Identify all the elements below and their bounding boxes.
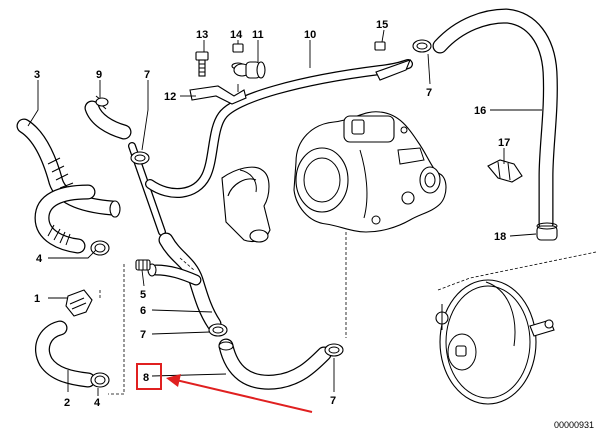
bolt-13[interactable] xyxy=(195,51,209,77)
clip-17[interactable] xyxy=(487,159,523,183)
callout-9[interactable]: 9 xyxy=(96,69,102,81)
callout-14[interactable]: 14 xyxy=(230,29,243,41)
hose-lower-left-bend[interactable] xyxy=(34,184,96,254)
callout-8[interactable]: 8 xyxy=(143,372,149,384)
highlight-arrow-head xyxy=(166,374,181,387)
callout-1[interactable]: 1 xyxy=(34,293,40,305)
hose-8[interactable] xyxy=(218,338,332,390)
callout-3[interactable]: 3 xyxy=(34,69,40,81)
callout-13[interactable]: 13 xyxy=(196,29,208,41)
callout-7b[interactable]: 7 xyxy=(140,329,146,341)
bracket-12[interactable] xyxy=(189,84,247,105)
hose-16[interactable] xyxy=(432,8,558,232)
callout-15[interactable]: 15 xyxy=(376,19,388,31)
hose-2[interactable] xyxy=(35,320,96,388)
callout-17[interactable]: 17 xyxy=(498,137,510,149)
highlight-part-8 xyxy=(136,363,313,413)
callout-16[interactable]: 16 xyxy=(474,105,486,117)
callout-labels: 1 2 3 4 4 5 6 7 7 7 7 8 9 10 11 12 13 14… xyxy=(34,19,510,409)
callout-5[interactable]: 5 xyxy=(140,289,146,301)
callout-4a[interactable]: 4 xyxy=(36,253,43,265)
callout-7c[interactable]: 7 xyxy=(330,395,336,407)
clamp-7-hose-8[interactable] xyxy=(324,343,344,357)
clamp-7-lower-left[interactable] xyxy=(208,323,228,337)
callout-12[interactable]: 12 xyxy=(164,91,176,103)
clamp-7-upper-left[interactable] xyxy=(130,151,150,165)
callout-11[interactable]: 11 xyxy=(252,29,264,41)
nut-15[interactable] xyxy=(374,41,386,51)
pipe-6[interactable] xyxy=(147,232,222,332)
fitting-5[interactable] xyxy=(135,259,151,271)
callout-7a[interactable]: 7 xyxy=(144,69,150,81)
callout-18[interactable]: 18 xyxy=(494,231,506,243)
clamp-4-lower[interactable] xyxy=(90,372,110,388)
sleeve-18[interactable] xyxy=(536,222,558,241)
catalog-code: 00000931 xyxy=(554,420,594,430)
brake-booster[interactable] xyxy=(435,279,555,405)
pipe-10[interactable] xyxy=(145,59,413,199)
callout-4b[interactable]: 4 xyxy=(94,397,101,409)
intake-elbow[interactable] xyxy=(221,166,271,243)
valve-11[interactable] xyxy=(233,61,266,79)
clamp-7-pipe-10[interactable] xyxy=(412,39,432,53)
callout-7d[interactable]: 7 xyxy=(426,87,432,99)
hose-3[interactable] xyxy=(16,118,121,218)
elbow-fitting-1[interactable] xyxy=(65,289,93,317)
callout-6[interactable]: 6 xyxy=(140,305,146,317)
leader-lines xyxy=(27,29,542,396)
highlight-arrow-line xyxy=(175,379,313,413)
reference-lines xyxy=(99,232,597,395)
highlight-box xyxy=(136,363,162,390)
throttle-body[interactable] xyxy=(293,111,447,233)
callout-10[interactable]: 10 xyxy=(304,29,316,41)
callout-2[interactable]: 2 xyxy=(64,397,70,409)
clamp-4-upper[interactable] xyxy=(90,240,110,256)
